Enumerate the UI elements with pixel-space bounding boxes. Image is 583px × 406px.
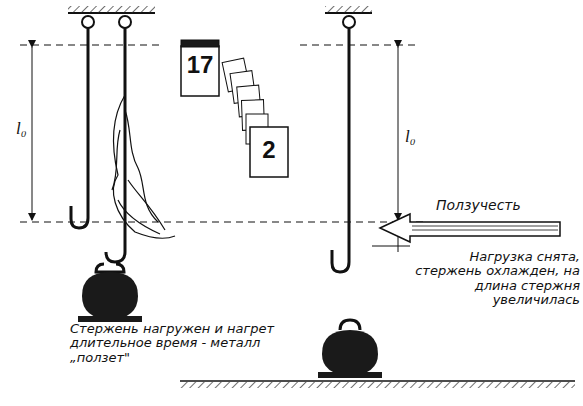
ceilings	[68, 6, 372, 13]
flame	[112, 95, 175, 238]
floor	[180, 381, 575, 388]
calendar-date: 17	[181, 52, 219, 78]
dimension-label: l₀	[16, 120, 46, 139]
dimension-label: l₀	[405, 128, 435, 147]
weight-hung	[78, 264, 142, 322]
caption-note: Стержень нагружен и нагрет длительное вр…	[70, 322, 300, 365]
rod-left	[71, 16, 94, 228]
calendar	[181, 40, 288, 177]
weight-floor	[318, 320, 382, 378]
creep-arrow	[380, 214, 560, 242]
note-text: Нагрузка снята, стержень охлажден, на дл…	[412, 250, 580, 307]
rod-right	[332, 16, 355, 272]
arrow-label: Ползучесть	[436, 198, 556, 213]
calendar-date: 2	[250, 137, 288, 163]
dashed-lines	[20, 45, 425, 222]
